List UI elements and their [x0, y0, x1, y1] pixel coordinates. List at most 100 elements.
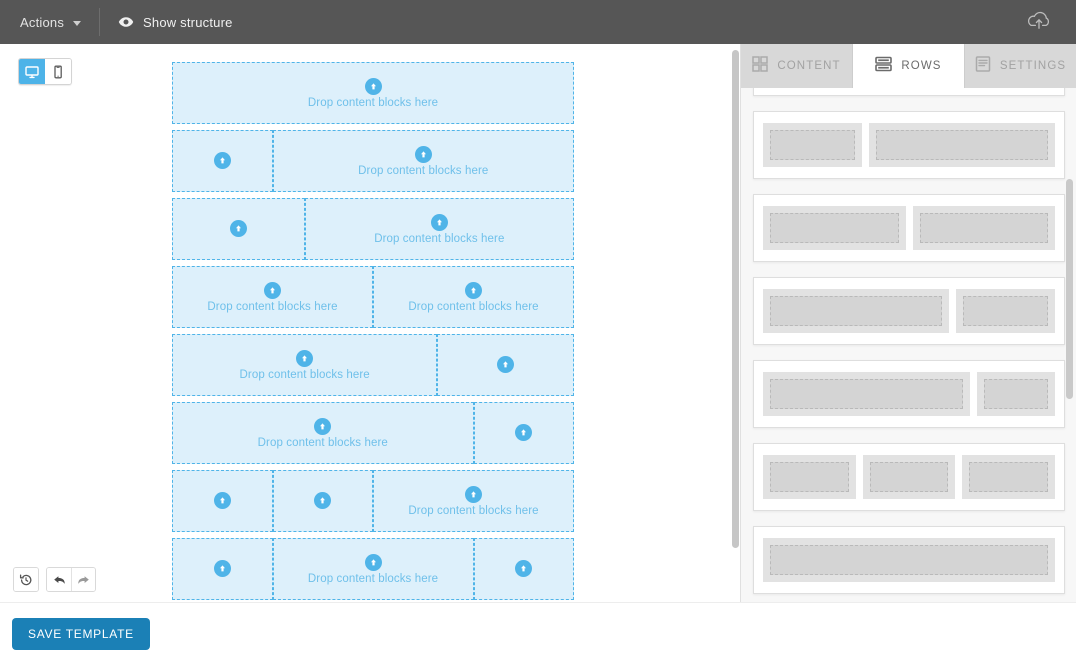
toolbar-divider [99, 8, 101, 36]
canvas-row-67-33: Drop content blocks here [172, 334, 574, 396]
upload-arrow-icon [314, 491, 332, 509]
desktop-icon [25, 65, 39, 78]
mobile-icon [54, 65, 62, 78]
row-layout-column [976, 372, 1055, 416]
row-layout-placeholder [770, 213, 899, 243]
upload-arrow-icon [296, 349, 314, 367]
row-layout-placeholder [919, 213, 1048, 243]
panel-scrollbar[interactable] [1066, 94, 1073, 594]
drop-zone[interactable] [172, 538, 273, 600]
drop-zone[interactable]: Drop content blocks here [373, 266, 574, 328]
row-layout-thumb-75-25[interactable] [753, 360, 1065, 428]
canvas-row-25-75: Drop content blocks here [172, 130, 574, 192]
grid-blocks-icon [752, 55, 769, 77]
drop-zone-label: Drop content blocks here [257, 436, 388, 449]
row-layout-thumb-30-70[interactable] [753, 88, 1065, 96]
cloud-upload-button[interactable] [1026, 0, 1052, 44]
upload-arrow-icon [515, 423, 533, 441]
upload-arrow-icon [229, 219, 247, 237]
drop-zone-label: Drop content blocks here [307, 572, 439, 585]
drop-zone-label: Drop content blocks here [408, 504, 539, 517]
tab-rows[interactable]: ROWS [853, 44, 965, 88]
save-template-button[interactable]: SAVE TEMPLATE [12, 618, 150, 650]
canvas-scrollbar-thumb[interactable] [732, 50, 739, 548]
right-sidebar: CONTENT ROWS SETTINGS [740, 44, 1076, 602]
row-layout-placeholder [963, 296, 1048, 326]
history-restore-button[interactable] [14, 568, 38, 591]
redo-button[interactable] [71, 568, 95, 591]
tab-settings[interactable]: SETTINGS [965, 44, 1076, 88]
canvas-row-25-50-25: Drop content blocks here [172, 538, 574, 600]
drop-zone[interactable]: Drop content blocks here [304, 198, 574, 260]
drop-zone[interactable] [473, 538, 574, 600]
actions-dropdown[interactable]: Actions [0, 0, 99, 44]
tab-label: CONTENT [777, 60, 841, 72]
drop-zone[interactable]: Drop content blocks here [373, 470, 574, 532]
row-layout-column [868, 123, 1055, 167]
drop-zone[interactable]: Drop content blocks here [172, 62, 574, 124]
upload-arrow-icon [364, 553, 382, 571]
canvas-row-33-67: Drop content blocks here [172, 198, 574, 260]
drop-zone[interactable] [172, 470, 273, 532]
drop-zone[interactable] [172, 198, 305, 260]
drop-zone[interactable]: Drop content blocks here [172, 266, 373, 328]
drop-zone[interactable]: Drop content blocks here [172, 334, 438, 396]
row-layout-thumb-33-67[interactable] [753, 111, 1065, 179]
rows-thumbnail-list [741, 88, 1076, 602]
upload-arrow-icon [364, 77, 382, 95]
tab-content[interactable]: CONTENT [741, 44, 853, 88]
upload-arrow-icon [213, 559, 231, 577]
row-layout-placeholder [969, 462, 1049, 492]
drop-zone[interactable] [473, 402, 574, 464]
row-layout-thumb-33-33-33[interactable] [753, 443, 1065, 511]
row-layout-thumb-67-33[interactable] [753, 277, 1065, 345]
drop-zone[interactable]: Drop content blocks here [272, 130, 574, 192]
row-layout-placeholder [770, 296, 943, 326]
chevron-down-icon [73, 20, 82, 26]
canvas-scrollbar[interactable] [731, 44, 740, 602]
row-layout-thumb-50-50[interactable] [753, 194, 1065, 262]
rows-stack-icon [875, 56, 893, 77]
row-layout-column [763, 538, 1055, 582]
row-layout-column [763, 289, 950, 333]
tab-label: ROWS [901, 60, 942, 72]
row-layout-placeholder [770, 130, 855, 160]
upload-arrow-icon [430, 213, 448, 231]
desktop-view-button[interactable] [19, 59, 45, 84]
footer-bar: SAVE TEMPLATE [0, 602, 1076, 657]
settings-lines-icon [975, 55, 991, 77]
upload-arrow-icon [414, 145, 432, 163]
upload-arrow-icon [465, 485, 482, 503]
device-preview-toggle [18, 58, 72, 85]
upload-arrow-icon [515, 559, 533, 577]
drop-zone-label: Drop content blocks here [408, 300, 539, 313]
row-layout-placeholder [983, 379, 1048, 409]
drop-zone[interactable]: Drop content blocks here [172, 402, 474, 464]
drop-zone[interactable] [272, 470, 373, 532]
drop-zone[interactable]: Drop content blocks here [272, 538, 474, 600]
row-layout-column [912, 206, 1055, 250]
upload-arrow-icon [497, 355, 515, 373]
undo-button[interactable] [47, 568, 71, 591]
upload-arrow-icon [465, 281, 482, 299]
row-layout-placeholder [770, 462, 849, 492]
drop-zone[interactable] [437, 334, 574, 396]
drop-zone[interactable] [172, 130, 273, 192]
redo-arrow-icon [78, 575, 89, 584]
drop-zone-label: Drop content blocks here [307, 96, 439, 109]
upload-arrow-icon [264, 281, 281, 299]
row-layout-thumb-partial[interactable] [753, 526, 1065, 594]
mobile-view-button[interactable] [45, 59, 71, 84]
show-structure-button[interactable]: Show structure [100, 0, 249, 44]
cloud-upload-icon [1026, 10, 1052, 35]
restore-group [13, 567, 39, 592]
canvas-row-1-col: Drop content blocks here [172, 62, 574, 124]
panel-scrollbar-thumb[interactable] [1066, 179, 1073, 399]
undo-redo-group [46, 567, 96, 592]
row-layout-placeholder [770, 545, 1048, 575]
sidebar-tabs: CONTENT ROWS SETTINGS [741, 44, 1076, 88]
row-layout-placeholder [875, 130, 1048, 160]
